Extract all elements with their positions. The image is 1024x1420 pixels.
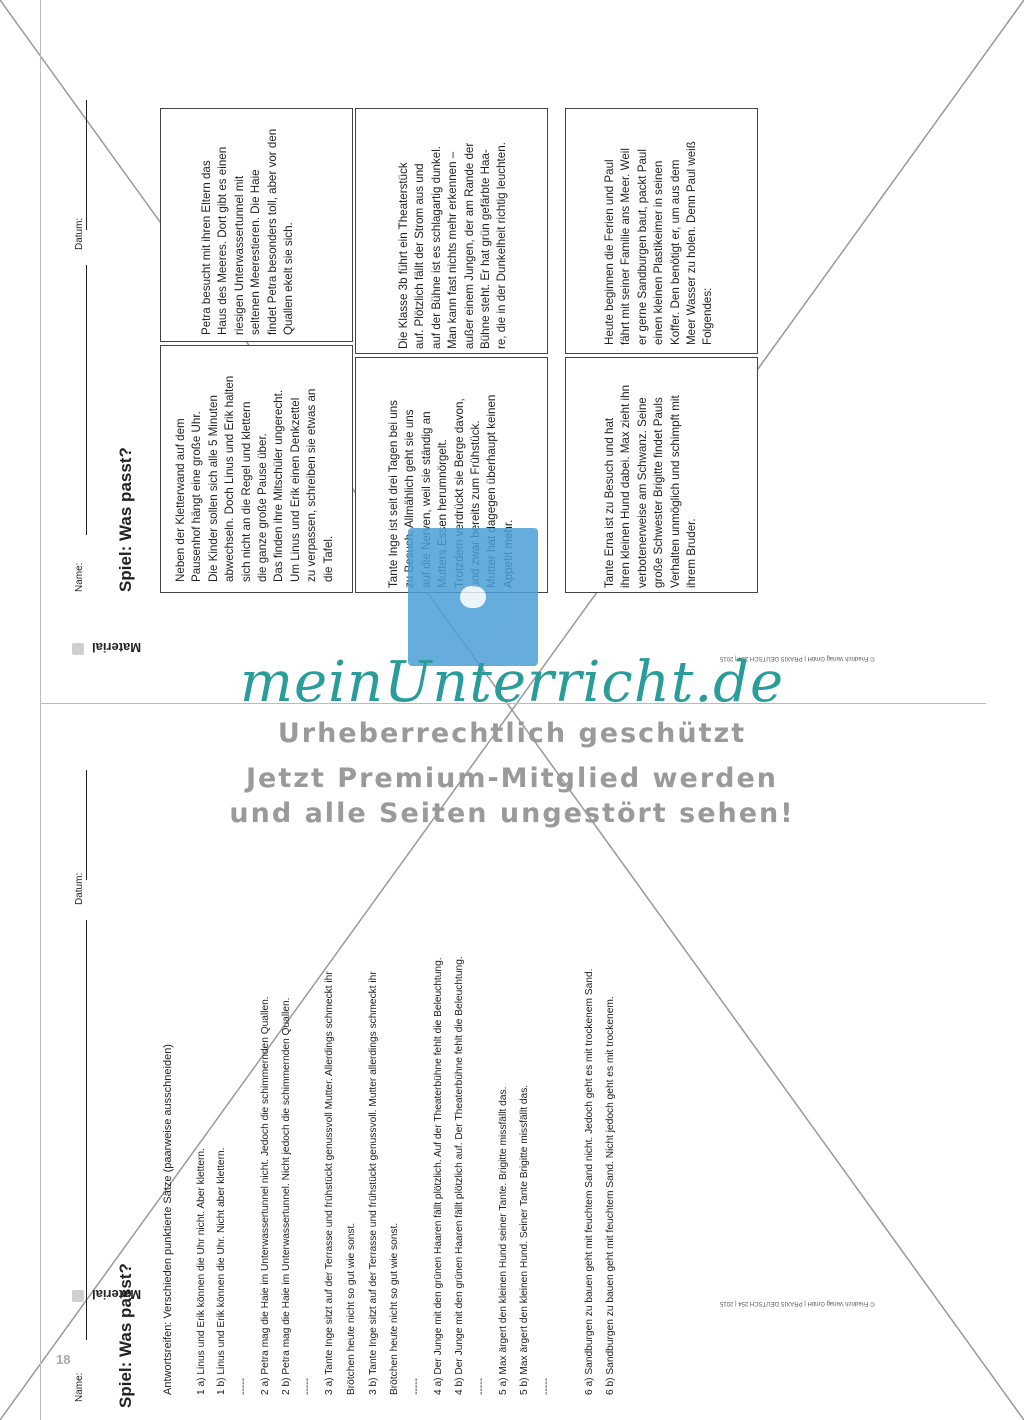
card-text: Tante Erna ist zu Besuch und hat ihren k…: [603, 384, 699, 588]
sentence-5a: 5 a) Max ärgert den kleinen Hund seiner …: [498, 1086, 509, 1395]
sentence-1a: 1 a) Linus und Erik können die Uhr nicht…: [196, 1148, 207, 1395]
card-tante-erna: Tante Erna ist zu Besuch und hat ihren k…: [565, 357, 758, 593]
sentence-3a-cont: Brötchen heute nicht so gut wie sonst.: [346, 1222, 357, 1395]
sentence-2b: 2 b) Petra mag die Haie im Unterwassertu…: [281, 997, 292, 1395]
upper-date-label: Datum:: [74, 217, 85, 250]
upper-date-line: [86, 100, 87, 230]
upper-name-label: Name:: [74, 562, 85, 592]
lower-footer: © Friedrich Verlag GmbH | PRAXIS DEUTSCH…: [720, 1300, 875, 1306]
watermark-logo: meinUnterricht.de: [239, 650, 785, 715]
sentence-separator: -----: [476, 1378, 487, 1395]
sentence-6a: 6 a) Sandburgen zu bauen geht mit feucht…: [584, 968, 595, 1395]
upper-name-line: [86, 265, 87, 535]
lower-date-line: [86, 770, 87, 880]
page-number: 18: [56, 1352, 71, 1367]
page-divider-vertical: [40, 0, 41, 1420]
sentence-4a: 4 a) Der Junge mit den grünen Haaren fäl…: [433, 957, 444, 1395]
card-kletterwand: Neben der Kletterwand auf dem Pausenhof …: [160, 345, 353, 593]
sentence-6b: 6 b) Sandburgen zu bauen geht mit feucht…: [605, 996, 616, 1395]
sentence-separator: -----: [302, 1378, 313, 1395]
upper-title: Spiel: Was passt?: [116, 447, 135, 592]
briefcase-icon: [408, 528, 538, 666]
card-sandburgen: Heute beginnen die Ferien und Paul fährt…: [565, 108, 758, 354]
card-text: Heute beginnen die Ferien und Paul fährt…: [603, 141, 715, 345]
sentence-separator: -----: [238, 1378, 249, 1395]
watermark-line2: Jetzt Premium-Mitglied werden: [246, 763, 778, 794]
material-icon: [72, 643, 84, 655]
lower-title: Spiel: Was passt?: [116, 1263, 135, 1408]
sentence-separator: -----: [541, 1378, 552, 1395]
sentence-3a: 3 a) Tante Inge sitzt auf der Terrasse u…: [324, 971, 335, 1395]
card-text: Neben der Kletterwand auf dem Pausenhof …: [174, 375, 335, 582]
sentence-2a: 2 a) Petra mag die Haie im Unterwassertu…: [260, 996, 271, 1395]
card-text: Petra besucht mit ihren Eltern das Haus …: [200, 128, 296, 335]
sentence-3b: 3 b) Tante Inge sitzt auf der Terrasse u…: [368, 971, 379, 1395]
sentence-4b: 4 b) Der Junge mit den grünen Haaren fäl…: [454, 956, 465, 1395]
lower-subtitle: Antwortsreifen: Verschieden punktierte S…: [162, 1044, 174, 1395]
lower-name-label: Name:: [74, 1372, 85, 1402]
card-haus-des-meeres: Petra besucht mit ihren Eltern das Haus …: [160, 108, 353, 342]
sentence-5b: 5 b) Max ärgert den kleinen Hund. Seiner…: [519, 1084, 530, 1395]
sentence-separator: -----: [411, 1378, 422, 1395]
lower-date-label: Datum:: [74, 872, 85, 905]
lower-name-line: [86, 920, 87, 1340]
page-divider: [40, 703, 986, 704]
sentence-3b-cont: Brötchen heute nicht so gut wie sonst.: [389, 1222, 400, 1395]
sentence-1b: 1 b) Linus und Erik können die Uhr. Nich…: [216, 1147, 227, 1395]
watermark-line3: und alle Seiten ungestört sehen!: [229, 798, 795, 829]
card-text: Die Klasse 3b führt ein Theaterstück auf…: [397, 142, 509, 349]
lower-header-label: Material: [92, 1287, 142, 1302]
watermark-line1: Urheberrechtlich geschützt: [277, 718, 747, 749]
material-icon-bottom: [72, 1290, 84, 1302]
card-theaterstueck: Die Klasse 3b führt ein Theaterstück auf…: [355, 108, 548, 354]
